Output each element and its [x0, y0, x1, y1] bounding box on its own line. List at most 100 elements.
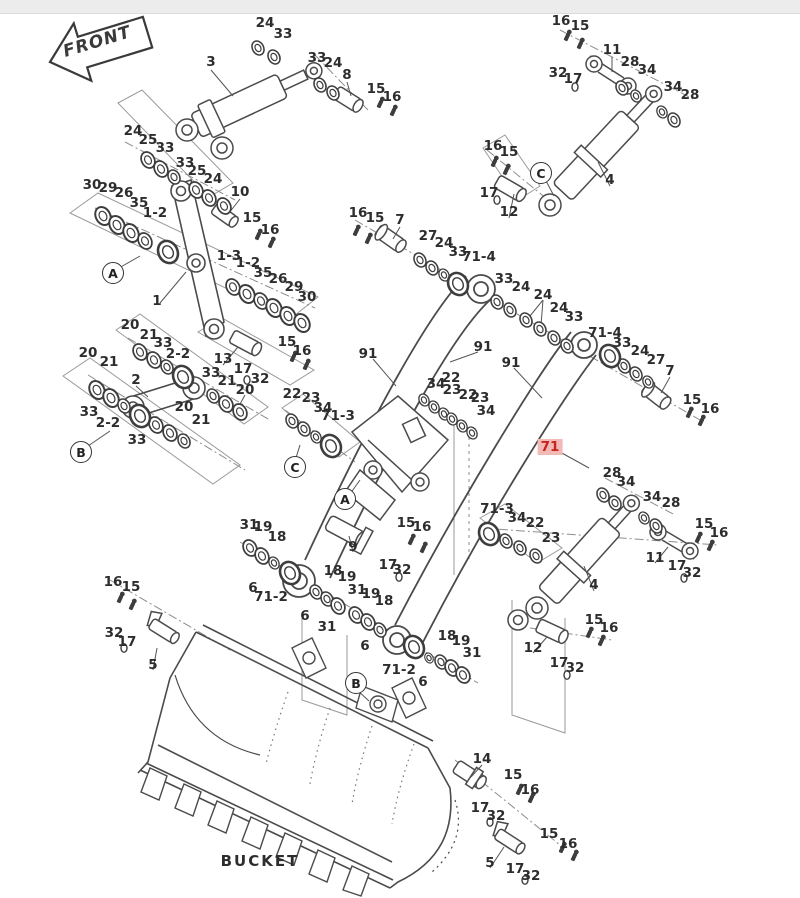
part-label-5: 5 [148, 657, 158, 673]
part-label-32: 32 [565, 660, 585, 676]
part-label-33: 33 [79, 404, 99, 420]
part-label-17: 17 [378, 557, 398, 573]
part-label-33: 33 [155, 140, 175, 156]
part-label-28: 28 [661, 495, 681, 511]
part-label-1-2: 1-2 [142, 205, 168, 221]
part-label-24: 24 [434, 235, 454, 251]
part-label-24: 24 [533, 287, 553, 303]
pin-12-top [493, 175, 527, 203]
part-label-1: 1 [152, 293, 162, 309]
cylinder-4-bottom [507, 494, 641, 631]
part-label-12: 12 [499, 204, 519, 220]
part-label-33: 33 [153, 335, 173, 351]
part-label-12: 12 [523, 640, 543, 656]
part-label-24: 24 [123, 123, 143, 139]
part-label-16: 16 [551, 13, 571, 29]
lever-1 [170, 178, 225, 340]
part-label-16: 16 [520, 782, 540, 798]
part-label-15: 15 [366, 81, 386, 97]
part-label-6: 6 [360, 638, 370, 654]
part-label-33: 33 [273, 26, 293, 42]
pin-13 [229, 330, 263, 357]
part-label-10: 10 [230, 184, 250, 200]
part-label-19: 19 [451, 633, 471, 649]
part-label-29: 29 [284, 279, 304, 295]
part-label-25: 25 [187, 163, 207, 179]
part-label-26: 26 [114, 185, 134, 201]
part-label-28: 28 [602, 465, 622, 481]
part-label-24: 24 [323, 55, 343, 71]
part-label-34: 34 [507, 510, 527, 526]
part-label-30: 30 [82, 177, 102, 193]
part-label-15: 15 [396, 515, 416, 531]
part-label-29: 29 [98, 180, 118, 196]
part-label-16: 16 [292, 343, 312, 359]
part-label-22: 22 [525, 515, 545, 531]
part-label-2-2: 2-2 [95, 415, 121, 431]
part-label-33: 33 [612, 335, 632, 351]
part-label-18: 18 [267, 529, 287, 545]
part-label-15: 15 [499, 144, 519, 160]
callout-C: C [284, 456, 306, 478]
part-label-23: 23 [301, 390, 321, 406]
part-label-22: 22 [458, 387, 478, 403]
part-label-3: 3 [206, 54, 216, 70]
callout-B: B [345, 672, 367, 694]
part-label-27: 27 [418, 228, 438, 244]
part-label-31: 31 [462, 645, 482, 661]
pin-5-left [146, 610, 180, 645]
part-label-16: 16 [348, 205, 368, 221]
part-label-34: 34 [426, 376, 446, 392]
part-label-17: 17 [667, 558, 687, 574]
part-label-9: 9 [348, 539, 358, 555]
part-label-15: 15 [242, 210, 262, 226]
part-label-16: 16 [103, 574, 123, 590]
part-label-20: 20 [120, 317, 140, 333]
part-label-16: 16 [709, 525, 729, 541]
part-label-20: 20 [235, 382, 255, 398]
callout-C: C [530, 162, 552, 184]
part-label-20: 20 [174, 399, 194, 415]
part-label-15: 15 [277, 334, 297, 350]
part-label-31: 31 [317, 619, 337, 635]
pin-8 [332, 86, 364, 113]
seal-rings [88, 29, 715, 885]
part-label-71-2: 71-2 [254, 589, 288, 605]
part-label-32: 32 [682, 565, 702, 581]
part-label-13: 13 [213, 351, 233, 367]
part-label-31: 31 [239, 517, 259, 533]
pin-7-top [374, 223, 407, 253]
part-label-33: 33 [448, 244, 468, 260]
pin-9 [324, 515, 374, 556]
part-label-7: 7 [395, 212, 405, 228]
part-label-28: 28 [620, 54, 640, 70]
part-label-32: 32 [486, 808, 506, 824]
cylinder-4-top [538, 85, 663, 217]
part-label-26: 26 [268, 271, 288, 287]
part-label-34: 34 [313, 400, 333, 416]
part-label-32: 32 [250, 371, 270, 387]
part-label-35: 35 [253, 265, 273, 281]
part-label-14: 14 [472, 751, 492, 767]
part-label-4: 4 [605, 172, 615, 188]
part-label-71-4: 71-4 [462, 249, 496, 265]
callout-A: A [102, 262, 124, 284]
part-label-4: 4 [589, 577, 599, 593]
part-label-33: 33 [127, 432, 147, 448]
part-label-16: 16 [700, 401, 720, 417]
part-label-33: 33 [175, 155, 195, 171]
part-label-33: 33 [201, 365, 221, 381]
part-label-16: 16 [382, 89, 402, 105]
part-label-16: 16 [260, 222, 280, 238]
part-label-2-2: 2-2 [165, 346, 191, 362]
bucket-teeth [140, 767, 370, 897]
part-label-11: 11 [645, 550, 665, 566]
part-label-19: 19 [253, 519, 273, 535]
bucket-label: BUCKET [220, 852, 300, 870]
part-label-32: 32 [104, 625, 124, 641]
part-label-17: 17 [549, 655, 569, 671]
part-label-11: 11 [602, 42, 622, 58]
part-label-18: 18 [437, 628, 457, 644]
